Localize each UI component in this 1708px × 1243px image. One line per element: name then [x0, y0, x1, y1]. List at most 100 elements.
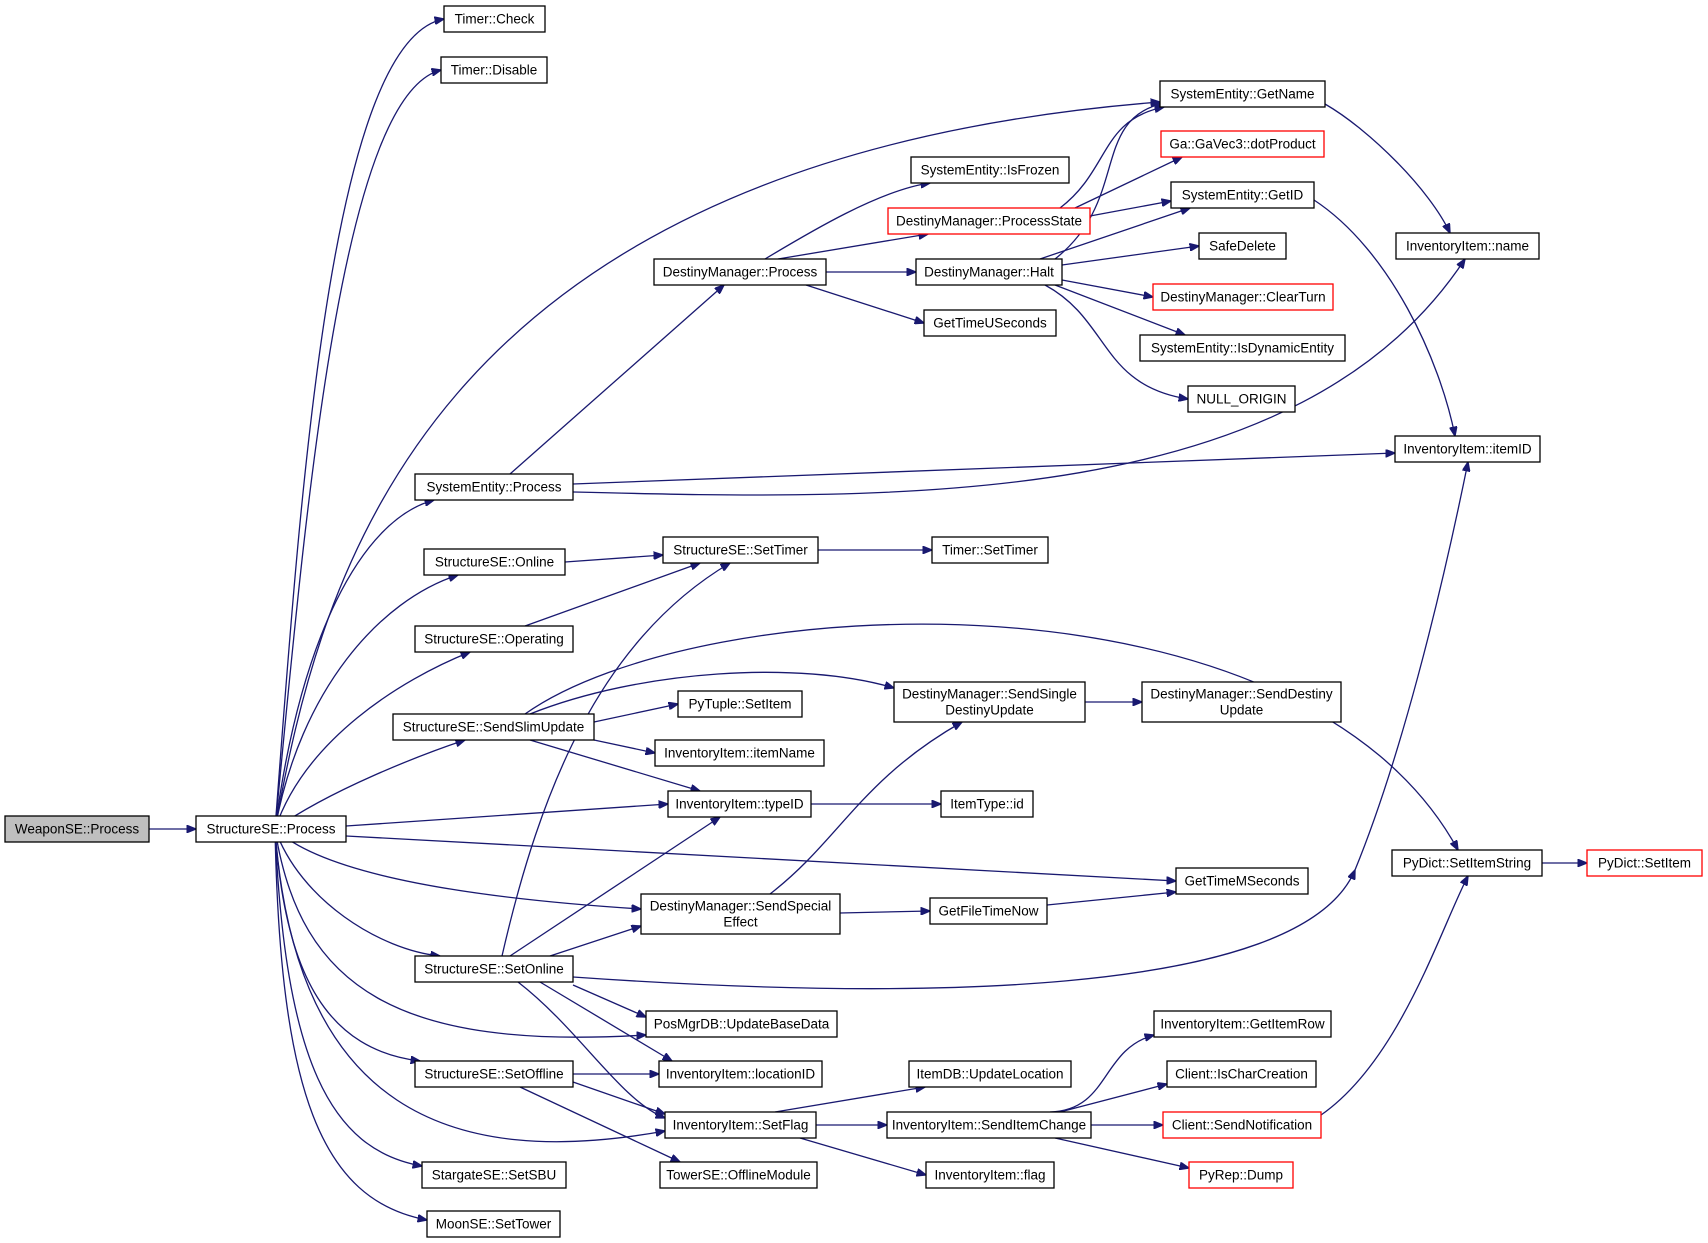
node-weapon-process[interactable]: WeaponSE::Process — [4, 815, 150, 843]
node-pyrep-dump[interactable]: PyRep::Dump — [1188, 1161, 1294, 1189]
node-label: SystemEntity::GetName — [1170, 87, 1314, 102]
node-gettimemseconds[interactable]: GetTimeMSeconds — [1175, 867, 1309, 895]
node-ii-locationid[interactable]: InventoryItem::locationID — [658, 1060, 823, 1088]
edge-dm-process-to-dm-processstate — [777, 234, 928, 260]
node-label: DestinyManager::ClearTurn — [1160, 290, 1325, 305]
node-st-setoffline[interactable]: StructureSE::SetOffline — [414, 1060, 574, 1088]
node-st-sendslim[interactable]: StructureSE::SendSlimUpdate — [392, 713, 595, 741]
node-se-isfrozen[interactable]: SystemEntity::IsFrozen — [910, 156, 1070, 184]
node-safedelete[interactable]: SafeDelete — [1198, 232, 1287, 260]
node-box — [1166, 1060, 1317, 1088]
edge-st-setonline-to-ii-itemid — [572, 870, 1355, 990]
node-st-operating[interactable]: StructureSE::Operating — [414, 625, 574, 653]
node-ii-flag[interactable]: InventoryItem::flag — [925, 1161, 1055, 1189]
edge-dm-halt-to-se-getname — [1054, 103, 1164, 260]
node-label: StargateSE::SetSBU — [432, 1168, 557, 1183]
node-box — [1159, 80, 1326, 108]
edge-st-sendslim-to-dm-sendsingle — [529, 671, 894, 715]
node-getfiletimenow[interactable]: GetFileTimeNow — [929, 897, 1048, 925]
edge-structure-process-to-stargate-setsbu — [274, 828, 422, 1166]
node-timer-check[interactable]: Timer::Check — [443, 5, 546, 33]
node-box — [392, 713, 595, 741]
node-label: ItemDB::UpdateLocation — [916, 1067, 1063, 1082]
node-ii-name[interactable]: InventoryItem::name — [1395, 232, 1540, 260]
edge-ii-itemid-path-to-ii-itemid — [1354, 462, 1468, 871]
node-ii-setflag[interactable]: InventoryItem::SetFlag — [664, 1111, 817, 1139]
node-box — [640, 893, 841, 935]
node-label: DestinyUpdate — [945, 703, 1034, 718]
node-ii-itemname[interactable]: InventoryItem::itemName — [654, 739, 825, 767]
node-pytuple-setitem[interactable]: PyTuple::SetItem — [677, 690, 803, 718]
node-box — [654, 739, 825, 767]
node-label: InventoryItem::SendItemChange — [892, 1118, 1086, 1133]
node-box — [4, 815, 150, 843]
node-pydict-setitem[interactable]: PyDict::SetItem — [1586, 849, 1703, 877]
node-box — [1153, 1010, 1332, 1038]
node-timer-settimer[interactable]: Timer::SetTimer — [931, 536, 1049, 564]
node-box — [910, 156, 1070, 184]
node-sysent-process[interactable]: SystemEntity::Process — [414, 473, 574, 501]
node-ii-typeid[interactable]: InventoryItem::typeID — [667, 790, 812, 818]
node-ii-getitemrow[interactable]: InventoryItem::GetItemRow — [1153, 1010, 1332, 1038]
node-tower-offline[interactable]: TowerSE::OfflineModule — [659, 1161, 818, 1189]
node-box — [664, 1111, 817, 1139]
node-box — [414, 1060, 574, 1088]
node-dm-processstate[interactable]: DestinyManager::ProcessState — [887, 207, 1091, 235]
node-structure-process[interactable]: StructureSE::Process — [195, 815, 347, 843]
node-se-isdynamic[interactable]: SystemEntity::IsDynamicEntity — [1139, 334, 1346, 362]
node-pydict-setitemstring[interactable]: PyDict::SetItemString — [1391, 849, 1543, 877]
node-timer-disable[interactable]: Timer::Disable — [440, 56, 548, 84]
edge-dm-processstate-to-se-getname — [1059, 107, 1164, 209]
node-label: WeaponSE::Process — [15, 822, 140, 837]
edge-st-setonline-to-ii-typeid — [509, 817, 720, 957]
node-dm-clearturn[interactable]: DestinyManager::ClearTurn — [1152, 283, 1334, 311]
node-se-getname[interactable]: SystemEntity::GetName — [1159, 80, 1326, 108]
node-client-ischar[interactable]: Client::IsCharCreation — [1166, 1060, 1317, 1088]
node-moon-settower[interactable]: MoonSE::SetTower — [426, 1210, 561, 1238]
node-null-origin[interactable]: NULL_ORIGIN — [1187, 385, 1296, 413]
node-label: NULL_ORIGIN — [1196, 392, 1286, 407]
node-box — [653, 258, 827, 286]
node-se-getid[interactable]: SystemEntity::GetID — [1170, 181, 1315, 209]
node-label: PosMgrDB::UpdateBaseData — [654, 1017, 830, 1032]
node-label: Ga::GaVec3::dotProduct — [1169, 137, 1316, 152]
node-box — [414, 625, 574, 653]
node-gettimeuseconds[interactable]: GetTimeUSeconds — [923, 309, 1057, 337]
edge-structure-process-to-ii-setflag — [274, 828, 665, 1143]
node-client-sendnotif[interactable]: Client::SendNotification — [1162, 1111, 1322, 1139]
node-posmgr-update[interactable]: PosMgrDB::UpdateBaseData — [645, 1010, 838, 1038]
node-st-online[interactable]: StructureSE::Online — [423, 548, 566, 576]
node-label: StructureSE::SendSlimUpdate — [403, 720, 585, 735]
node-stargate-setsbu[interactable]: StargateSE::SetSBU — [421, 1161, 567, 1189]
node-st-settimer[interactable]: StructureSE::SetTimer — [662, 536, 819, 564]
node-label: Update — [1220, 703, 1264, 718]
edge-st-setonline-to-posmgr-update — [572, 984, 646, 1017]
node-box — [195, 815, 347, 843]
edge-st-setoffline-to-ii-setflag — [572, 1081, 665, 1114]
node-box — [931, 536, 1049, 564]
node-itemdb-updateloc[interactable]: ItemDB::UpdateLocation — [908, 1060, 1072, 1088]
edge-dm-halt-to-null-origin — [1044, 284, 1188, 399]
node-ii-itemid[interactable]: InventoryItem::itemID — [1394, 435, 1541, 463]
node-itemtype-id[interactable]: ItemType::id — [940, 790, 1034, 818]
node-label: PyTuple::SetItem — [688, 697, 791, 712]
node-label: StructureSE::Operating — [424, 632, 564, 647]
edge-sysent-process-to-ii-itemid — [572, 453, 1395, 485]
node-box — [1395, 232, 1540, 260]
node-label: InventoryItem::GetItemRow — [1160, 1017, 1325, 1032]
node-box — [440, 56, 548, 84]
node-ga-dotproduct[interactable]: Ga::GaVec3::dotProduct — [1160, 130, 1325, 158]
node-dm-process[interactable]: DestinyManager::Process — [653, 258, 827, 286]
edge-ii-setflag-to-ii-flag — [799, 1137, 926, 1175]
node-box — [1187, 385, 1296, 413]
edge-st-setoffline-to-tower-offline — [519, 1086, 680, 1162]
edge-dm-process-to-se-isfrozen — [764, 183, 930, 260]
node-box — [443, 5, 546, 33]
node-label: StructureSE::SetOffline — [424, 1067, 563, 1082]
node-ii-senditemchange[interactable]: InventoryItem::SendItemChange — [886, 1111, 1092, 1139]
node-dm-halt[interactable]: DestinyManager::Halt — [915, 258, 1063, 286]
node-st-setonline[interactable]: StructureSE::SetOnline — [414, 955, 574, 983]
